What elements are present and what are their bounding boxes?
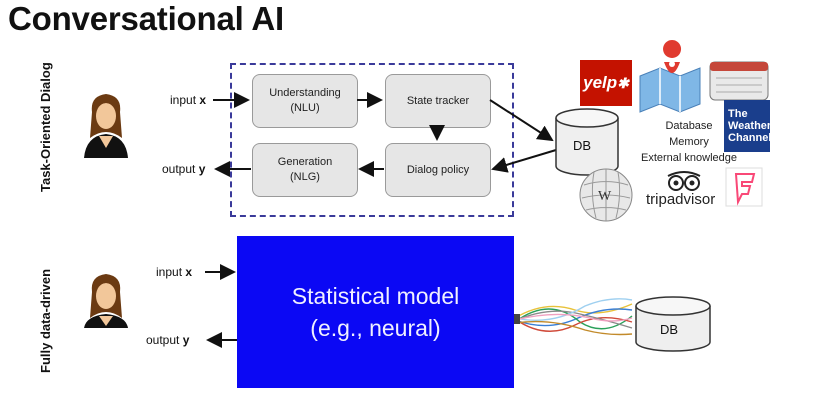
yelp-logo: yelp✱ xyxy=(580,60,632,106)
data-driven-db-label: DB xyxy=(660,322,679,337)
dd-input-label: input x xyxy=(156,265,193,279)
nlg-node: Generation(NLG) xyxy=(252,143,358,197)
task-db-label: DB xyxy=(573,138,592,153)
knowledge-item: Memory xyxy=(669,136,709,148)
task-oriented-side-label: Task-Oriented Dialog xyxy=(38,62,53,192)
statistical-model-box: Statistical model (e.g., neural) xyxy=(237,236,514,388)
calendar-icon xyxy=(709,61,769,101)
state-tracker-node: State tracker xyxy=(385,74,491,128)
tripadvisor-wordmark: tripadvisor xyxy=(646,191,716,208)
weather-channel-logo: The Weather Channel xyxy=(724,100,771,152)
knowledge-item: Database xyxy=(665,120,713,132)
model-title: Statistical model xyxy=(291,283,460,309)
knowledge-item: External knowledge xyxy=(640,152,737,164)
nlu-node: Understanding(NLU) xyxy=(252,74,358,128)
person-icon xyxy=(84,274,128,328)
task-input-label: input x xyxy=(170,93,207,107)
foursquare-logo xyxy=(725,167,763,207)
person-icon xyxy=(84,94,128,158)
page-title: Conversational AI xyxy=(8,0,284,37)
svg-text:W: W xyxy=(598,189,612,204)
cable-bundle-icon xyxy=(510,298,633,336)
data-driven-side-label: Fully data-driven xyxy=(38,268,53,373)
dd-output-label: output y xyxy=(146,333,190,347)
tripadvisor-owl-icon xyxy=(667,171,701,191)
maps-icon xyxy=(639,40,701,113)
task-output-label: output y xyxy=(162,162,206,176)
model-subtitle: (e.g., neural) xyxy=(310,315,441,341)
wikipedia-globe-icon: W xyxy=(579,168,633,222)
dialog-policy-node: Dialog policy xyxy=(385,143,491,197)
knowledge-sources-list: Database Memory External knowledge xyxy=(630,118,748,166)
